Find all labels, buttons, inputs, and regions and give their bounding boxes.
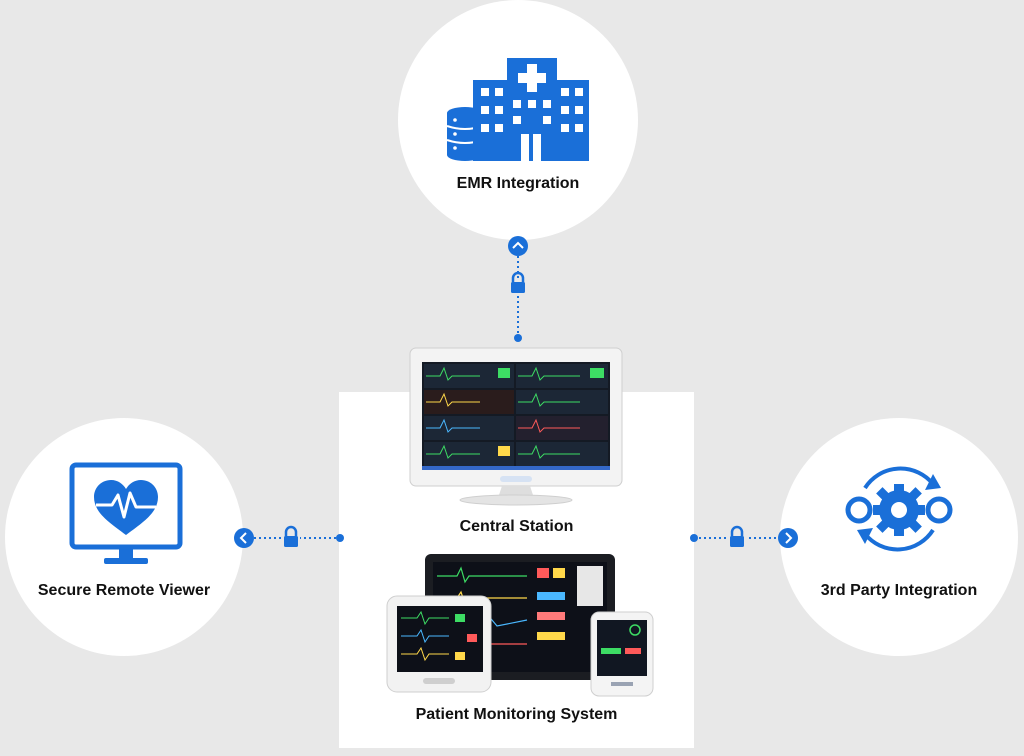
patient-monitoring-devices — [386, 554, 654, 697]
central-station-monitor — [409, 347, 623, 506]
emr-label: EMR Integration — [456, 175, 580, 192]
connector-third-party — [690, 528, 798, 548]
connector-remote-viewer — [234, 528, 344, 548]
hospital-database-icon — [446, 58, 589, 161]
lock-icon — [282, 525, 300, 548]
patient-monitoring-label: Patient Monitoring System — [415, 706, 618, 723]
remote-viewer-label: Secure Remote Viewer — [37, 582, 211, 599]
lock-icon — [728, 525, 746, 548]
remote-viewer-node — [5, 418, 243, 656]
central-station-label: Central Station — [459, 518, 574, 535]
third-party-node — [780, 418, 1018, 656]
gears-cycle-icon — [845, 466, 953, 552]
third-party-label: 3rd Party Integration — [820, 582, 978, 599]
monitor-heart-icon — [69, 462, 183, 564]
lock-icon — [509, 271, 527, 294]
